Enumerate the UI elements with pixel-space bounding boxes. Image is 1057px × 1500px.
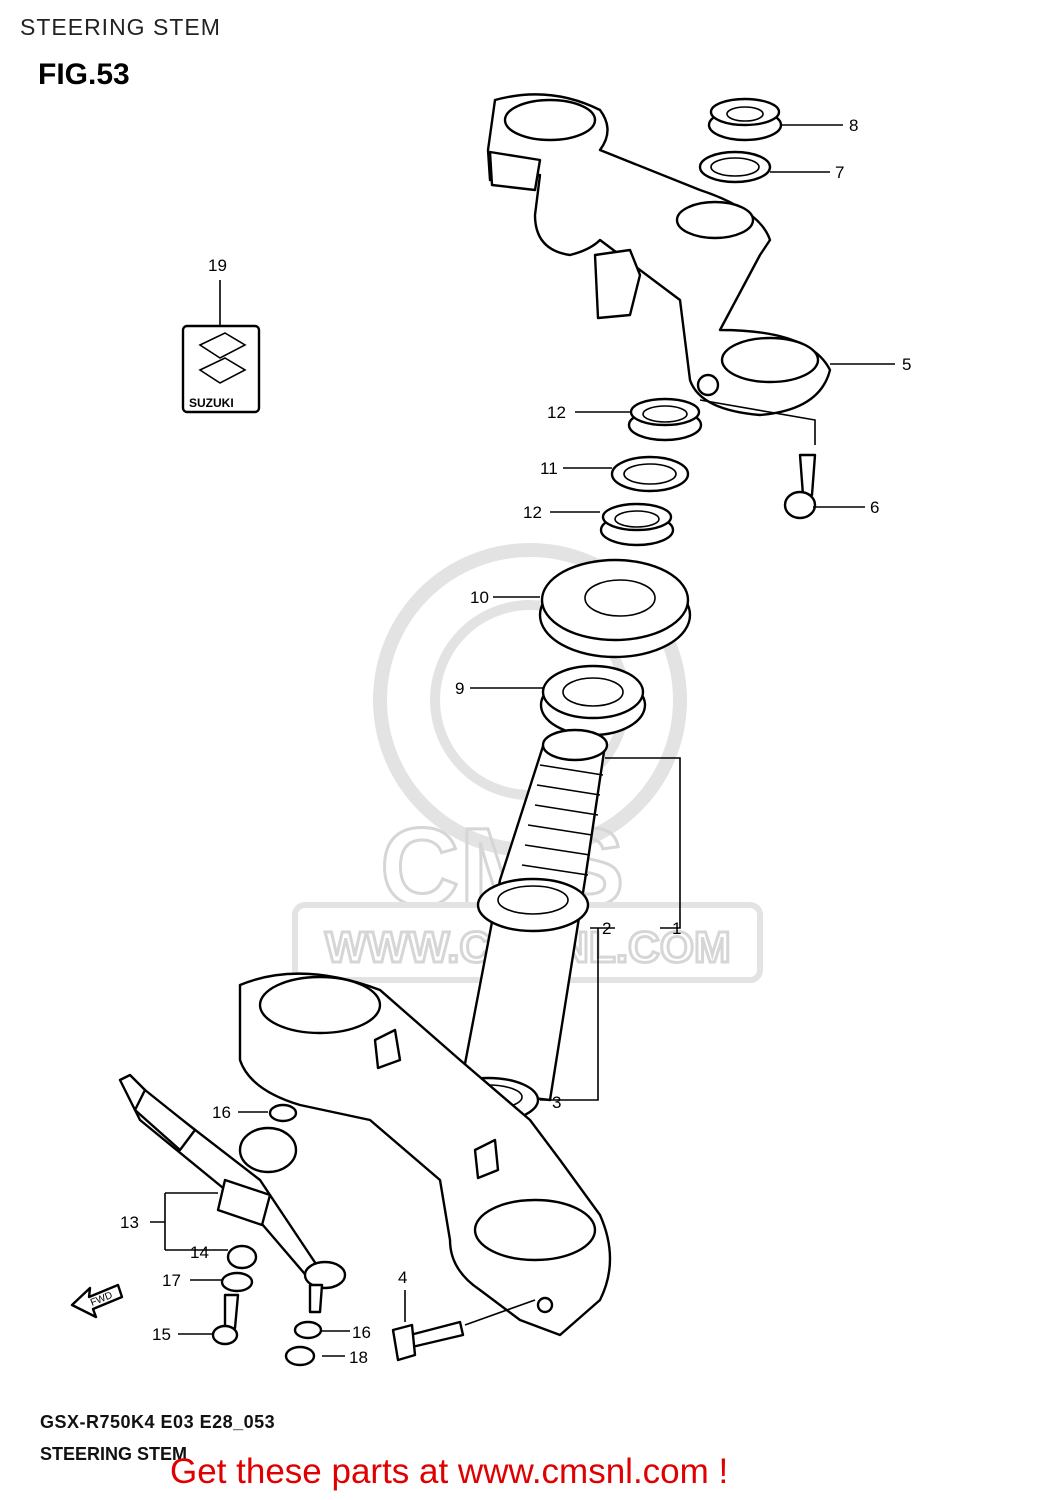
bearing: [539, 664, 647, 737]
callout-14: 14: [190, 1243, 209, 1262]
callout-11: 11: [540, 459, 558, 478]
callout-3: 3: [552, 1093, 561, 1112]
upper-bracket-bolt: [783, 453, 817, 520]
callout-17: 18: [349, 1348, 368, 1367]
page-header: STEERING STEM: [20, 14, 221, 40]
suzuki-decal-text: SUZUKI: [189, 396, 234, 410]
lower-bracket-bolt: [391, 1320, 465, 1362]
callout-16-lower: 17: [162, 1271, 181, 1290]
callout-16-upper: 16: [212, 1103, 231, 1122]
diagram-title: STEERING STEM: [40, 1444, 188, 1464]
stem-washer: [698, 150, 772, 184]
callout-9: 9: [455, 679, 464, 698]
callout-4: 4: [398, 1268, 407, 1287]
callout-8: 8: [849, 116, 858, 135]
upper-bracket: [486, 93, 832, 417]
callout-6: 6: [870, 498, 879, 517]
callout-2: 2: [602, 919, 611, 938]
lower-bracket: [238, 972, 612, 1337]
callout-12-lower: 12: [523, 503, 542, 522]
callout-19: 19: [208, 256, 227, 275]
lock-washer: [610, 455, 690, 493]
callout-12-upper: 12: [547, 403, 566, 422]
steering-damper: [118, 1073, 347, 1290]
diagram-code: GSX-R750K4 E03 E28_053: [40, 1412, 276, 1432]
fwd-arrow: FWD: [70, 1283, 124, 1319]
callout-10: 10: [470, 588, 489, 607]
locknut-upper: [627, 397, 703, 442]
suzuki-decal: SUZUKI: [181, 324, 261, 414]
callout-7: 7: [835, 163, 844, 182]
locknut-lower: [599, 502, 675, 547]
callout-labels: 8 7 19 5 12 11 6 12 10 9 2 1 3 16 13 14 …: [120, 116, 911, 1367]
callout-1: 1: [672, 919, 681, 938]
callout-13: 13: [120, 1213, 139, 1232]
dust-seal: [538, 558, 692, 659]
callout-5: 5: [902, 355, 911, 374]
figure-label: FIG.53: [38, 58, 130, 91]
callout-18: 16: [352, 1323, 371, 1342]
damper-small-parts: [211, 1103, 324, 1367]
callout-15: 15: [152, 1325, 171, 1344]
leader-lines: [150, 124, 895, 1357]
cta-link[interactable]: Get these parts at www.cmsnl.com !: [170, 1452, 729, 1491]
stem-nut: [707, 97, 783, 142]
